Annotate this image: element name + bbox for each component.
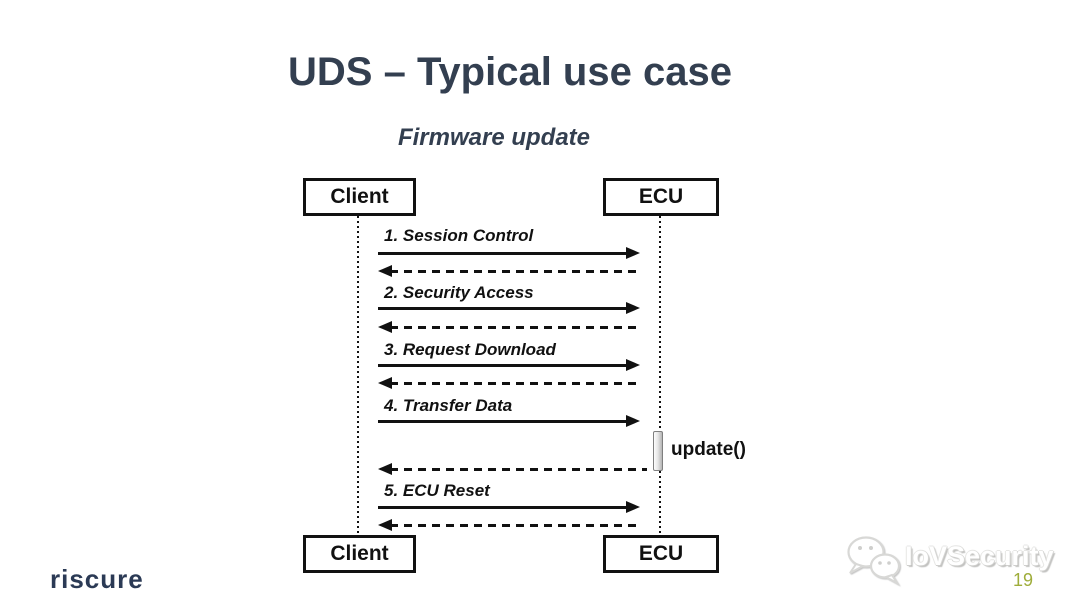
arrowhead-left-icon	[378, 463, 392, 475]
participant-box-ecu-bottom: ECU	[603, 535, 719, 573]
arrow-line	[390, 468, 647, 471]
arrowhead-left-icon	[378, 519, 392, 531]
page-number: 19	[1012, 570, 1034, 590]
message-label-5: 5. ECU Reset	[384, 481, 490, 500]
arrow-line	[390, 382, 636, 385]
wechat-icon	[847, 536, 901, 586]
arrow-line	[390, 524, 636, 527]
arrowhead-right-icon	[626, 501, 640, 513]
arrowhead-right-icon	[626, 359, 640, 371]
riscure-logo: riscure	[50, 564, 144, 594]
response-arrow-3	[378, 377, 640, 389]
response-arrow-4	[378, 463, 651, 475]
arrow-line	[378, 506, 630, 509]
arrowhead-left-icon	[378, 265, 392, 277]
watermark: IoVSecurity	[843, 533, 1055, 593]
participant-box-client-bottom: Client	[303, 535, 416, 573]
watermark-text: IoVSecurity	[905, 541, 1054, 571]
arrow-line	[390, 270, 636, 273]
arrowhead-left-icon	[378, 377, 392, 389]
lifeline-ecu	[659, 216, 661, 536]
participant-box-ecu-top: ECU	[603, 178, 719, 216]
response-arrow-1	[378, 265, 640, 277]
arrow-line	[378, 364, 630, 367]
arrow-line	[378, 420, 630, 423]
self-call-label: update()	[671, 439, 746, 460]
request-arrow-4	[378, 415, 640, 427]
activation-bar	[653, 431, 663, 471]
message-label-2: 2. Security Access	[384, 283, 534, 302]
response-arrow-2	[378, 321, 640, 333]
request-arrow-1	[378, 247, 640, 259]
arrow-line	[378, 252, 630, 255]
lifeline-client	[357, 216, 359, 536]
request-arrow-5	[378, 501, 640, 513]
participant-box-client-top: Client	[303, 178, 416, 216]
message-label-1: 1. Session Control	[384, 226, 534, 245]
arrow-line	[390, 326, 636, 329]
arrowhead-right-icon	[626, 415, 640, 427]
slide-subtitle: Firmware update	[397, 124, 591, 151]
message-label-3: 3. Request Download	[384, 340, 556, 359]
arrowhead-right-icon	[626, 247, 640, 259]
message-label-4: 4. Transfer Data	[384, 396, 513, 415]
arrowhead-right-icon	[626, 302, 640, 314]
slide-title: UDS – Typical use case	[288, 50, 732, 94]
arrowhead-left-icon	[378, 321, 392, 333]
arrow-line	[378, 307, 630, 310]
request-arrow-2	[378, 302, 640, 314]
response-arrow-5	[378, 519, 640, 531]
request-arrow-3	[378, 359, 640, 371]
